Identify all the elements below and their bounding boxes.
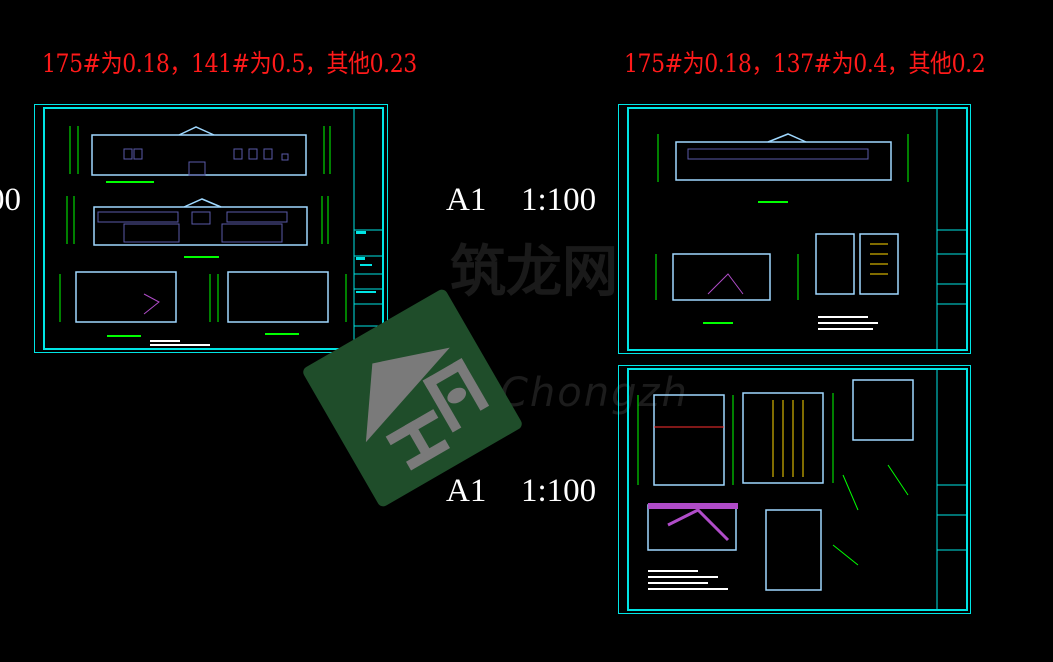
drawing-sheet-stair-details[interactable] [618,365,972,615]
right-lineweight-note: 175#为0.18，137#为0.4，其他0.2 [624,49,986,78]
elevations-drawing [34,104,388,353]
bottom-sheet-size-label: A1 [446,473,487,509]
top-scale-label: 1:100 [521,182,597,218]
stair-details-drawing [618,365,971,614]
top-sheet-size-label: A1 [446,182,487,218]
drawing-sheet-sections[interactable] [618,104,972,355]
partial-scale-label: 00 [0,182,21,218]
watermark-logo [301,287,524,509]
watermark-chinese: 筑龙网 [450,239,618,305]
sections-drawing [618,104,971,354]
drawing-sheet-elevations[interactable] [34,104,389,354]
left-lineweight-note: 175#为0.18，141#为0.5，其他0.23 [42,49,417,78]
bottom-scale-label: 1:100 [521,473,597,509]
house-logo-icon [365,347,490,471]
watermark-latin: Chongzh [500,370,689,416]
